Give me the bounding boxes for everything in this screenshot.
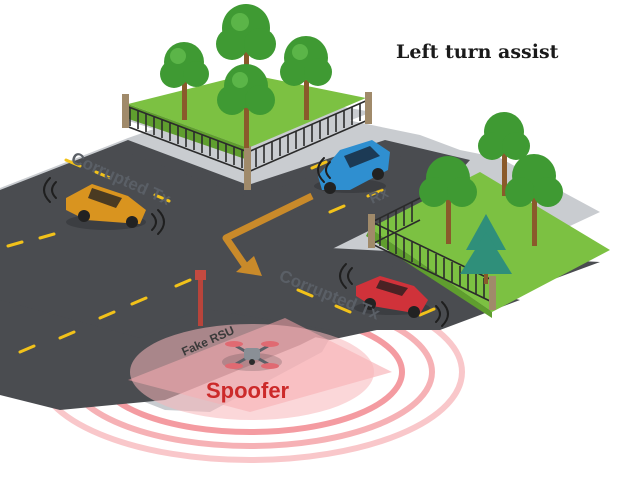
car-icon-red — [354, 276, 430, 318]
left-turn-arrow — [222, 192, 314, 276]
rsu-pole-icon — [195, 270, 206, 326]
fence-posts — [122, 92, 496, 310]
wireless-wave-icon — [43, 157, 449, 327]
tree-icon — [280, 36, 332, 120]
pine-tree-icon — [460, 214, 512, 284]
rx-label: Rx — [367, 184, 392, 208]
car-icon-blue — [314, 140, 390, 194]
tree-icon — [216, 4, 276, 90]
tree-icon — [419, 156, 477, 244]
lane-markings — [6, 144, 436, 354]
tree-icon — [160, 42, 209, 120]
tree-icon — [478, 112, 530, 196]
road-surface — [0, 100, 600, 420]
car-icon-orange — [66, 184, 146, 230]
spoofer-label: Spoofer — [206, 378, 290, 403]
tree-icon — [505, 154, 563, 246]
tree-icon — [217, 64, 275, 148]
scene-title: Left turn assist — [396, 41, 559, 63]
drone-icon — [222, 341, 282, 371]
